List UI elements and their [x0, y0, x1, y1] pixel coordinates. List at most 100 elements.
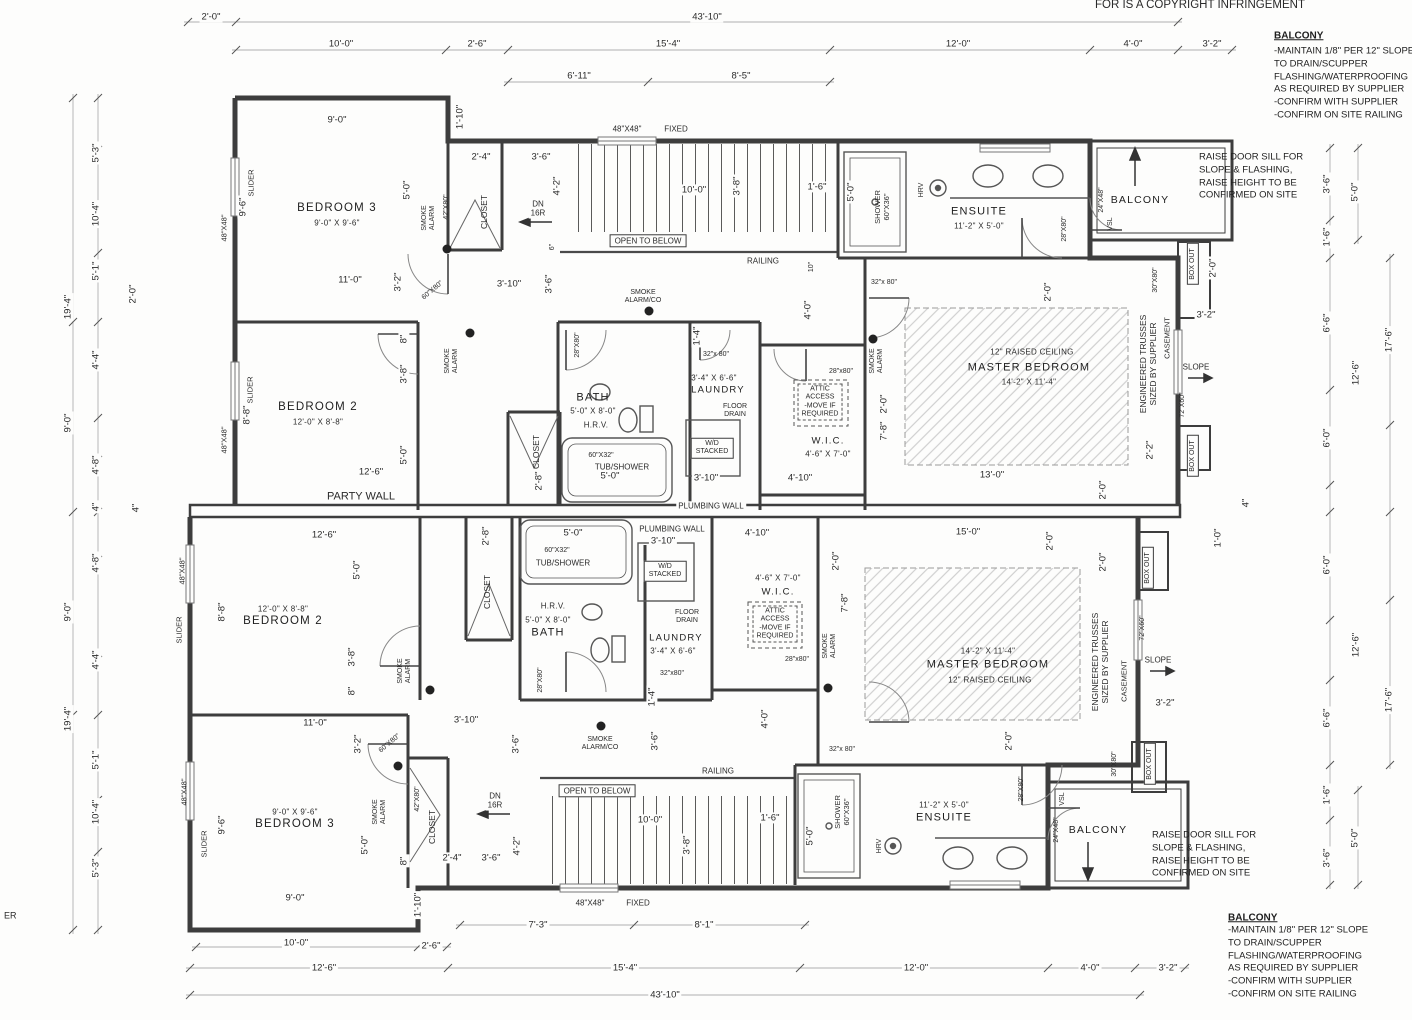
fixture-tag: 28"X80" [1017, 776, 1025, 802]
dimension-label: 3'-2" [1200, 38, 1224, 50]
dimension-label: 9'-0" [62, 411, 74, 435]
dimension-label: 12'-0" [943, 38, 973, 50]
dimension-label: 4'-0" [802, 298, 814, 322]
raised-ceiling-hatch [864, 307, 1129, 721]
dimension-label: 4'-10" [742, 527, 772, 539]
dimension-label: 6'-6" [1321, 311, 1333, 335]
dimension-label: 2'-0" [127, 282, 139, 306]
fixture-tag: 72"X60" [1138, 615, 1146, 641]
dimension-label: 3'-6" [529, 151, 553, 163]
dimension-label: 11'-0" [301, 717, 329, 729]
fixture-tag: 28"X80" [536, 667, 544, 693]
room-label: BATH [576, 391, 610, 404]
dimension-label: 9'-0" [62, 600, 74, 624]
fixture-tag: 72"X60" [1178, 392, 1186, 418]
dimension-label: 4" [1240, 496, 1252, 510]
dimension-label: 2'-2" [1144, 438, 1156, 462]
fixture-tag: SMOKE ALARM [371, 799, 387, 825]
room-label: BOX OUT [1143, 743, 1157, 785]
room-label: RAILING [699, 766, 737, 776]
attic-access-upper [793, 379, 849, 427]
fixture-tag: 48"X48" [575, 898, 605, 908]
dimension-label: 10'-0" [635, 814, 665, 826]
fixture-tag: SLIDER [199, 830, 209, 858]
room-label: 4'-6" X 7'-0" [755, 573, 801, 583]
dimension-label: 5'-1" [90, 259, 102, 283]
dimension-label: 3'-6" [1321, 172, 1333, 196]
fixture-tag: 28"x80" [828, 367, 854, 375]
dimension-label: 11'-0" [336, 274, 364, 286]
note-text: RAISE DOOR SILL FOR SLOPE & FLASHING, RA… [1152, 829, 1257, 879]
dimension-label: 3'-8" [398, 362, 410, 386]
dimension-label: 1'-4" [646, 685, 658, 709]
dimension-label: 3'-6" [543, 272, 555, 296]
fixture-tag: VSL [1058, 792, 1066, 806]
dimension-label: 4'-4" [90, 648, 102, 672]
dimension-label: 2'-6" [465, 38, 489, 50]
room-label: 14'-2" X 11'-4" [960, 646, 1016, 656]
dimension-label: 4'-4" [90, 348, 102, 372]
room-label: BEDROOM 2 [243, 615, 323, 628]
fixture-tag: 48"X48" [219, 426, 229, 454]
room-label: TUB/SHOWER [533, 558, 593, 568]
dimension-label: 6'-11" [565, 70, 593, 82]
dimension-label: 3'-6" [510, 732, 522, 756]
dimension-label: 12'-6" [1350, 630, 1362, 660]
dimension-label: 5'-0" [561, 527, 585, 539]
room-label: CLOSET [530, 434, 541, 470]
dimension-label: 4'-0" [1121, 38, 1145, 50]
dimension-label: 12'-0" [901, 962, 931, 974]
windows-layer [185, 136, 1183, 893]
room-label: W/D STACKED [643, 560, 687, 582]
fixture-tag: HRV [917, 182, 925, 198]
dimension-label: 3'-2" [1156, 962, 1180, 974]
room-label: 11'-2" X 5'-0" [919, 800, 969, 810]
room-label: OPEN TO BELOW [609, 234, 687, 248]
fixture-tag: VSL [1106, 217, 1114, 231]
room-label: MASTER BEDROOM [967, 361, 1091, 374]
dimension-label: 3'-2" [392, 270, 404, 294]
dimension-label: 3'-10" [494, 278, 524, 290]
dimension-label: 5'-0" [598, 470, 622, 482]
room-label: BALCONY [1110, 193, 1170, 206]
room-label: CLOSET [426, 809, 437, 845]
dimension-label: 5'-0" [845, 180, 857, 204]
fixture-tag: 24"X48" [1097, 187, 1105, 213]
shower-lower [797, 773, 861, 879]
dimension-label: 6'-0" [1321, 553, 1333, 577]
dimension-label: 15'-4" [610, 962, 640, 974]
dimension-label: 8" [398, 332, 410, 346]
dimension-label: 2'-8" [533, 469, 545, 493]
fixture-tag: 32"x 80" [871, 278, 897, 286]
dimension-label: 3'-8" [346, 645, 358, 669]
room-label: W.I.C. [761, 586, 795, 598]
dimension-label: 6" [548, 241, 558, 253]
fixture-tag: SHOWER 60"X36" [833, 795, 851, 829]
dimension-label: 7'-8" [839, 591, 851, 615]
fixture-tag: SLIDER [245, 376, 255, 404]
fixtures-layer [393, 151, 1090, 879]
dimension-label: 9'-0" [283, 892, 307, 904]
dimension-label: 6'-6" [1321, 706, 1333, 730]
dimension-label: 3'-10" [451, 714, 481, 726]
room-label: BOX OUT [1186, 243, 1200, 285]
dimension-label: 5'-3" [90, 856, 102, 880]
dimension-label: 8" [398, 854, 410, 868]
dimension-label: 4'-0" [759, 707, 771, 731]
dimension-label: 3'-6" [1321, 846, 1333, 870]
dimension-label: 43'-10" [690, 11, 724, 23]
dimension-label: 2'-0" [199, 11, 223, 23]
room-label: BOX OUT [1186, 435, 1200, 477]
fixture-tag: 30"X80" [1151, 267, 1159, 293]
room-label: 12" RAISED CEILING [990, 347, 1074, 357]
dimension-label: 2'-0" [1042, 280, 1054, 304]
dimension-label: 43'-10" [648, 989, 682, 1001]
doors-layer [367, 197, 1123, 863]
dimension-label: 4" [130, 501, 142, 515]
dimension-label: 5'-0" [1349, 826, 1361, 850]
fixture-tag: 48"X48" [177, 557, 187, 585]
dimension-label: 9'-6" [216, 813, 228, 837]
fixture-tag: 24"X48" [1052, 817, 1060, 843]
